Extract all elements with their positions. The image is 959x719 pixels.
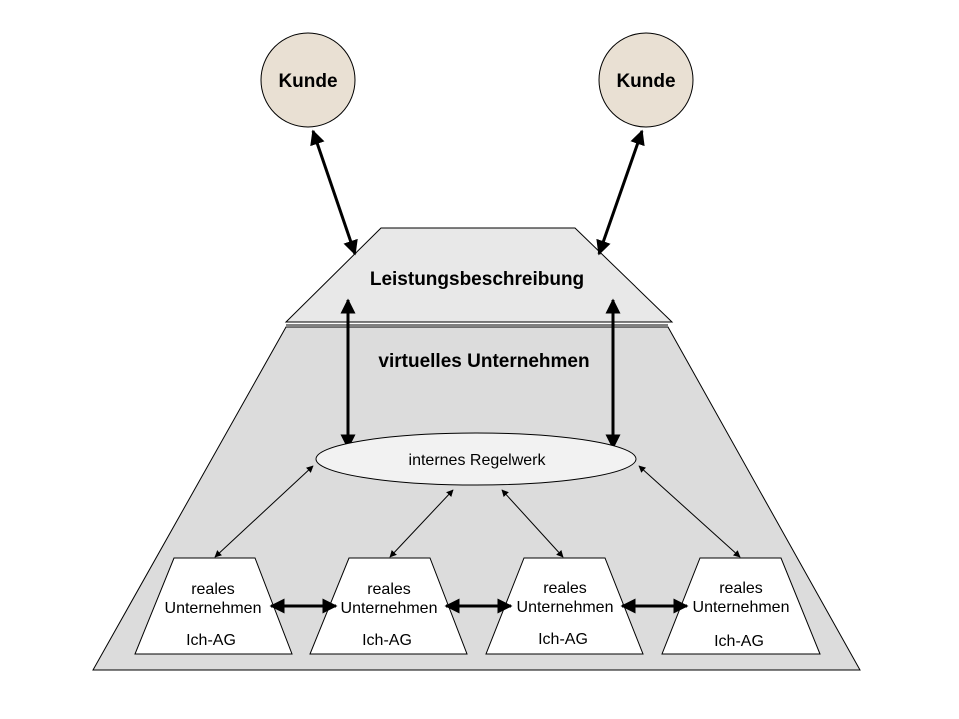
company-line-3: Ich-AG <box>538 631 588 648</box>
arrow-rules-company-2 <box>389 489 454 558</box>
company-line-1: reales <box>719 580 763 597</box>
virtual-enterprise-label: virtuelles Unternehmen <box>378 351 589 372</box>
company-line-2: Unternehmen <box>341 600 438 617</box>
company-2: reales Unternehmen Ich-AG <box>309 557 468 655</box>
arrow-customer-right <box>596 129 645 256</box>
company-line-1: reales <box>367 581 411 598</box>
service-description-label: Leistungsbeschreibung <box>370 269 584 290</box>
arrow-rules-company-4 <box>638 465 741 558</box>
service-description-shape <box>284 227 674 323</box>
company-line-2: Unternehmen <box>693 599 790 616</box>
company-line-3: Ich-AG <box>362 632 412 649</box>
company-4: reales Unternehmen Ich-AG <box>661 557 821 655</box>
company-line-3: Ich-AG <box>186 632 236 649</box>
arrow-customer-left <box>310 129 358 256</box>
internal-rules-label: internes Regelwerk <box>409 452 547 469</box>
company-line-1: reales <box>191 581 235 598</box>
company-line-2: Unternehmen <box>517 599 614 616</box>
virtual-enterprise-shape <box>92 326 861 671</box>
customer-right: Kunde <box>598 32 694 128</box>
company-line-2: Unternehmen <box>165 600 262 617</box>
customer-left: Kunde <box>260 32 356 128</box>
company-line-3: Ich-AG <box>714 633 764 650</box>
arrow-rules-company-1 <box>214 465 314 558</box>
company-3: reales Unternehmen Ich-AG <box>485 557 644 655</box>
company-line-1: reales <box>543 580 587 597</box>
arrow-rules-company-3 <box>501 489 564 558</box>
customer-label: Kunde <box>278 71 337 92</box>
internal-rules: internes Regelwerk <box>315 432 637 486</box>
company-1: reales Unternehmen Ich-AG <box>134 557 293 655</box>
customer-label: Kunde <box>616 71 675 92</box>
